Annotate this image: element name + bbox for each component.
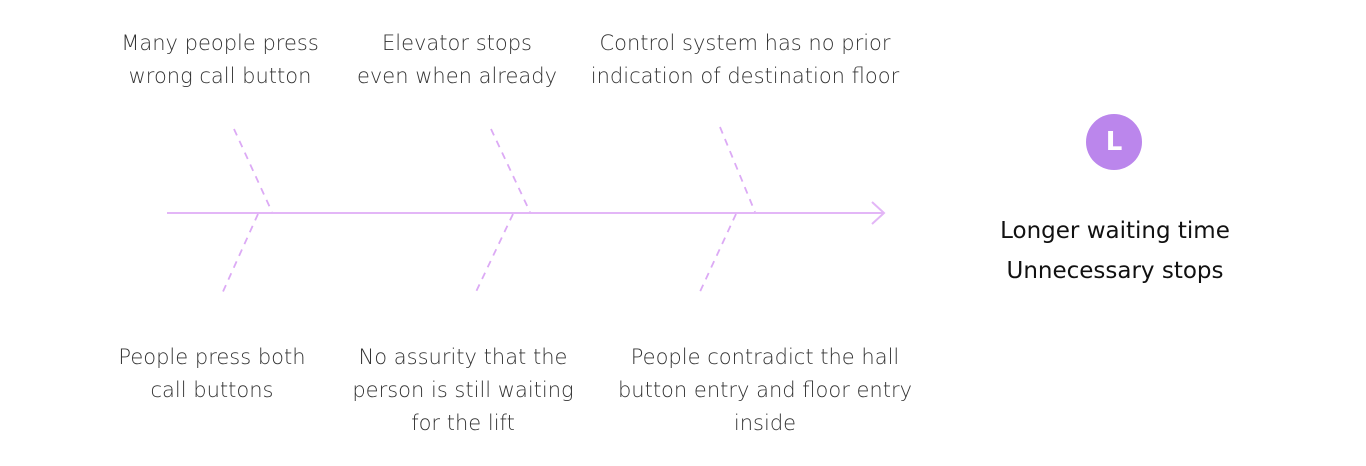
- top-cause-3-line-2: indication of destination floor: [590, 64, 900, 88]
- bottom-cause-3-line-1: People contradict the hall: [630, 345, 900, 369]
- bottom-bone-3: [697, 213, 737, 297]
- top-cause-1-line-2: wrong call button: [128, 64, 312, 88]
- top-bone-3: [719, 126, 756, 213]
- bottom-cause-3-line-2: button entry and floor entry: [617, 378, 913, 402]
- bottom-cause-3: People contradict the hall button entry …: [600, 341, 930, 440]
- effect-line-1: Longer waiting time: [1000, 218, 1230, 244]
- bottom-cause-2-line-3: for the lift: [411, 411, 515, 435]
- bottom-cause-1-line-2: call buttons: [150, 378, 274, 402]
- bottom-cause-2-line-1: No assurity that the: [358, 345, 568, 369]
- bottom-cause-2-line-2: person is still waiting: [352, 378, 574, 402]
- top-cause-1-line-1: Many people press: [121, 31, 319, 55]
- spine-arrow-head: [871, 201, 886, 225]
- top-cause-2-line-1: Elevator stops: [381, 31, 532, 55]
- top-cause-1: Many people press wrong call button: [100, 27, 340, 93]
- bottom-cause-2: No assurity that the person is still wai…: [323, 341, 603, 440]
- top-bone-1: [233, 128, 273, 213]
- bottom-cause-1-line-1: People press both: [118, 345, 306, 369]
- effect-text: Longer waiting time Unnecessary stops: [960, 211, 1270, 291]
- top-bone-2: [490, 128, 531, 213]
- effect-letter-badge: L: [1086, 114, 1142, 170]
- top-cause-2-line-2: even when already: [356, 64, 558, 88]
- bottom-cause-1: People press both call buttons: [92, 341, 332, 407]
- top-cause-2: Elevator stops even when already: [337, 27, 577, 93]
- effect-line-2: Unnecessary stops: [1006, 258, 1224, 284]
- top-cause-3: Control system has no prior indication o…: [575, 27, 915, 93]
- bottom-cause-3-line-3: inside: [733, 411, 797, 435]
- top-cause-3-line-1: Control system has no prior: [599, 31, 891, 55]
- bottom-bone-1: [220, 213, 259, 297]
- bottom-bone-2: [473, 213, 514, 297]
